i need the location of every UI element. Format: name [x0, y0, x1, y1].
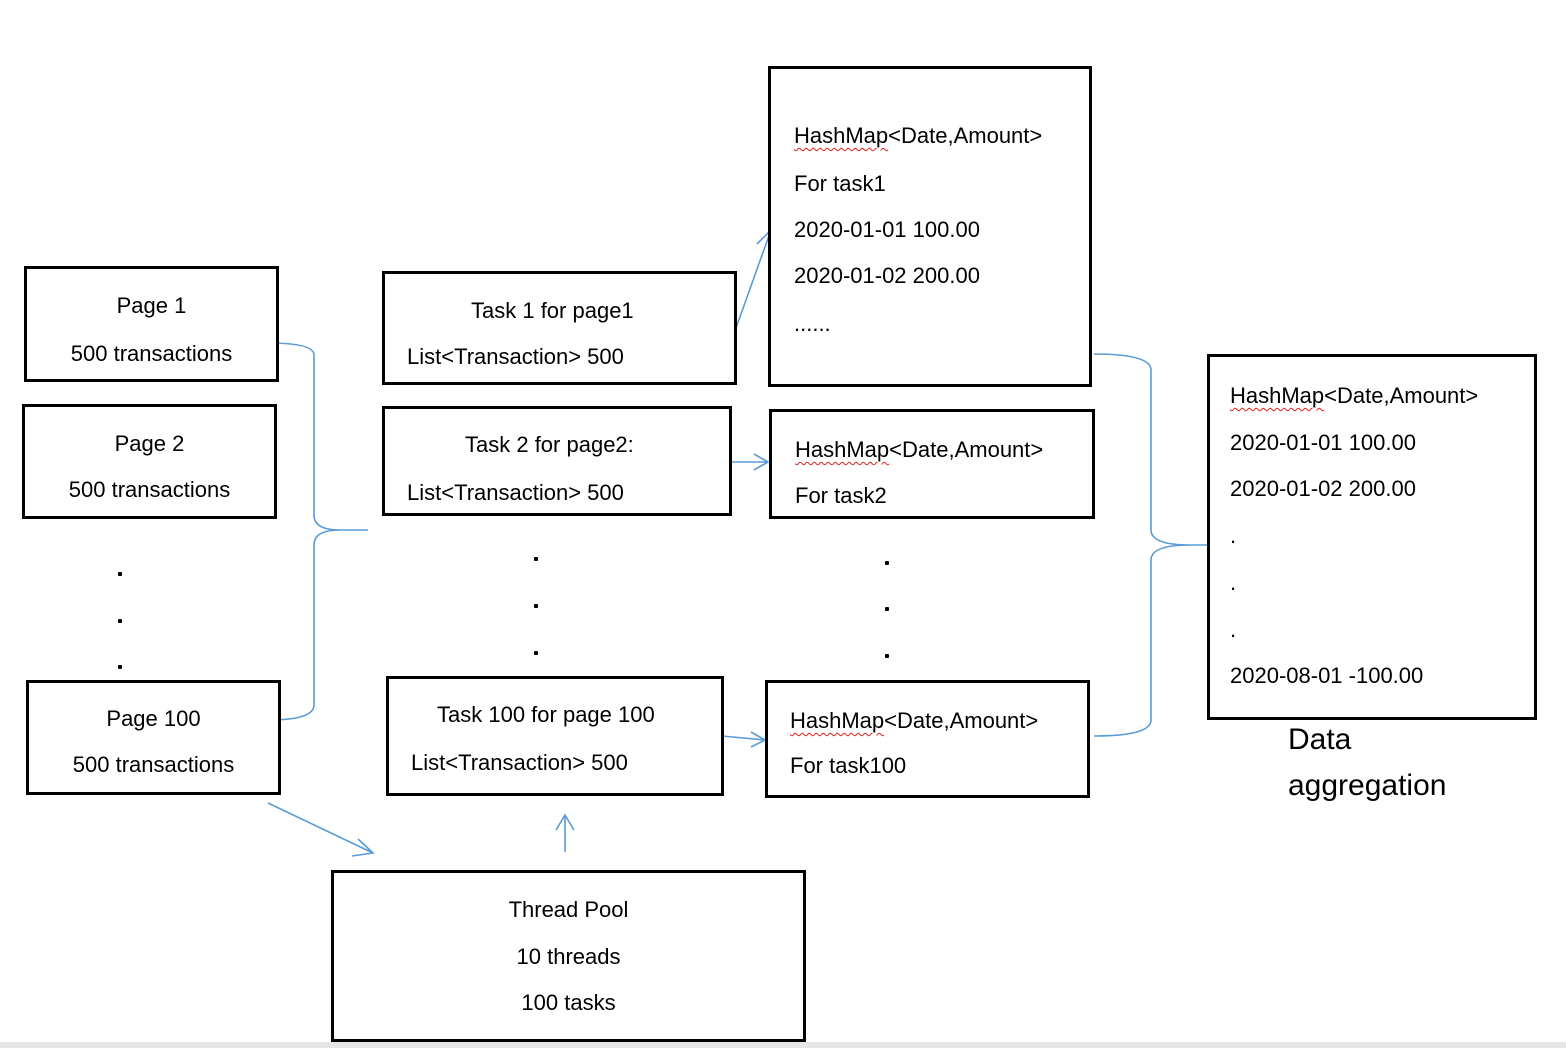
hashmap-type: HashMap<Date,Amount>	[795, 437, 1043, 463]
aggregate-caption-line1: Data	[1288, 723, 1352, 756]
task2-to-map-arrow	[732, 453, 770, 471]
aggregate-row: .	[1230, 523, 1237, 548]
ellipsis-dot	[534, 651, 538, 655]
task100-to-map-arrow	[721, 731, 767, 748]
maps-brace	[1093, 353, 1214, 737]
hashmap-generics: <Date,Amount>	[1324, 383, 1479, 408]
hashmap-keyword: HashMap	[1230, 383, 1325, 408]
task-2-box: Task 2 for page2: List<Transaction> 500	[382, 406, 732, 516]
bottom-edge-strip	[0, 1042, 1566, 1048]
hashmap-type: HashMap<Date,Amount>	[1230, 383, 1478, 409]
ellipsis-dot	[885, 607, 889, 611]
aggregate-row: 2020-01-01 100.00	[1230, 430, 1416, 455]
hashmap-task2-box: HashMap<Date,Amount> For task2	[769, 409, 1095, 519]
task-list: List<Transaction> 500	[407, 480, 624, 505]
task-title: Task 1 for page1	[471, 298, 634, 323]
ellipsis-dot	[534, 557, 538, 561]
page-title: Page 2	[114, 431, 185, 456]
page100-to-pool-arrow	[267, 802, 375, 857]
page-title: Page 100	[106, 706, 201, 731]
aggregate-row: .	[1230, 617, 1237, 642]
aggregate-row: 2020-08-01 -100.00	[1230, 663, 1424, 688]
hashmap-label: For task1	[794, 171, 886, 196]
hashmap-generics: <Date,Amount>	[889, 437, 1044, 462]
hashmap-keyword: HashMap	[795, 437, 890, 462]
ellipsis-dot	[118, 665, 122, 669]
task-100-box: Task 100 for page 100 List<Transaction> …	[386, 676, 724, 796]
page-count: 500 transactions	[70, 341, 233, 366]
aggregate-caption-line2: aggregation	[1288, 769, 1447, 802]
ellipsis-dot	[118, 619, 122, 623]
hashmap-type: HashMap<Date,Amount>	[790, 708, 1038, 734]
hashmap-row: 2020-01-01 100.00	[794, 217, 980, 242]
hashmap-task100-box: HashMap<Date,Amount> For task100	[765, 680, 1090, 798]
aggregate-caption: Data aggregation	[1288, 717, 1446, 809]
page-1-box: Page 1 500 transactions	[24, 266, 279, 382]
page-100-box: Page 100 500 transactions	[26, 680, 281, 795]
task-1-box: Task 1 for page1 List<Transaction> 500	[382, 271, 737, 385]
aggregate-hashmap-box: HashMap<Date,Amount> 2020-01-01 100.00 2…	[1207, 354, 1537, 720]
hashmap-keyword: HashMap	[790, 708, 885, 733]
page-title: Page 1	[116, 293, 187, 318]
hashmap-type: HashMap<Date,Amount>	[794, 123, 1042, 149]
pages-brace	[267, 342, 368, 721]
task-list: List<Transaction> 500	[411, 750, 628, 775]
pool-to-task-arrow	[555, 813, 575, 852]
thread-pool-title: Thread Pool	[508, 897, 629, 922]
page-count: 500 transactions	[68, 477, 231, 502]
thread-pool-box: Thread Pool 10 threads 100 tasks	[331, 870, 806, 1042]
thread-pool-tasks: 100 tasks	[521, 990, 616, 1015]
page-2-box: Page 2 500 transactions	[22, 404, 277, 519]
thread-pool-threads: 10 threads	[516, 944, 621, 969]
task-title: Task 2 for page2:	[465, 432, 634, 457]
aggregate-row: 2020-01-02 200.00	[1230, 476, 1416, 501]
aggregate-row: .	[1230, 570, 1237, 595]
page-count: 500 transactions	[72, 752, 235, 777]
task-list: List<Transaction> 500	[407, 344, 624, 369]
hashmap-label: For task2	[795, 483, 887, 508]
ellipsis-dot	[885, 654, 889, 658]
hashmap-label: For task100	[790, 753, 907, 778]
ellipsis-dot	[885, 561, 889, 565]
hashmap-row: ......	[794, 311, 831, 336]
hashmap-row: 2020-01-02 200.00	[794, 263, 980, 288]
hashmap-task1-box: HashMap<Date,Amount> For task1 2020-01-0…	[768, 66, 1092, 387]
ellipsis-dot	[534, 604, 538, 608]
hashmap-keyword: HashMap	[794, 123, 889, 148]
ellipsis-dot	[118, 572, 122, 576]
task1-to-map-arrow	[735, 228, 773, 329]
hashmap-generics: <Date,Amount>	[888, 123, 1043, 148]
task-title: Task 100 for page 100	[437, 702, 655, 727]
hashmap-generics: <Date,Amount>	[884, 708, 1039, 733]
